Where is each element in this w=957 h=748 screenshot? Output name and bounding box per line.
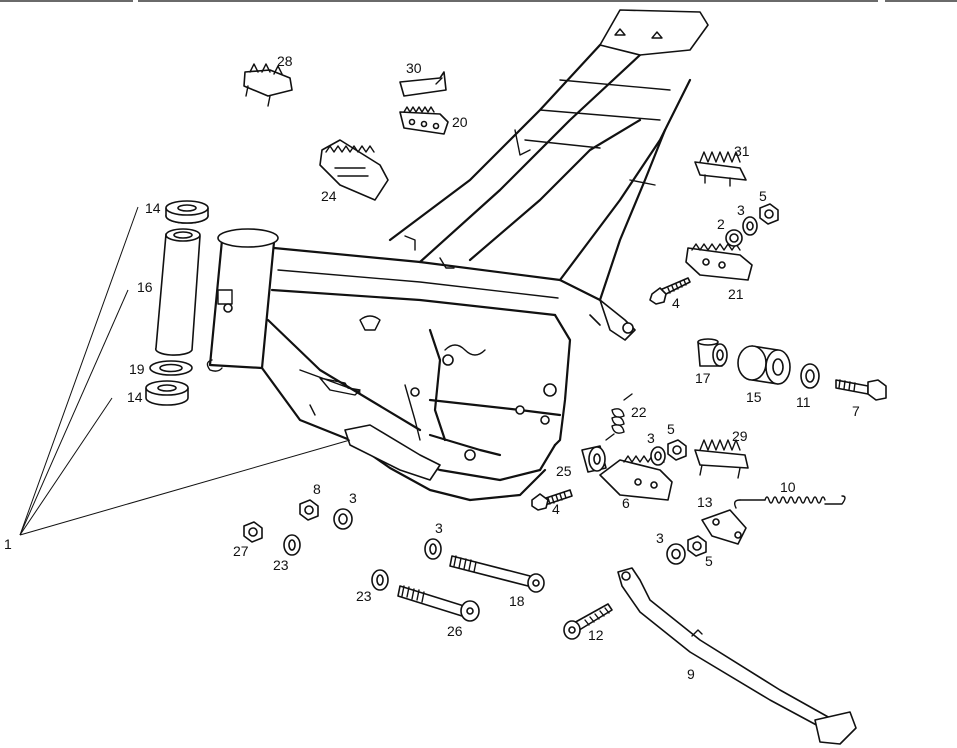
- bracket-31: [694, 151, 747, 187]
- footpeg-24: [319, 139, 389, 201]
- footpeg-21: [685, 243, 753, 281]
- callout-28: 28: [277, 53, 293, 69]
- callout-4-lower: 4: [552, 501, 560, 517]
- side-stand-9: [617, 567, 857, 745]
- callout-29: 29: [732, 428, 748, 444]
- bushing-15: [737, 345, 791, 385]
- callout-16: 16: [137, 279, 153, 295]
- bracket-13: [701, 509, 747, 545]
- bracket-29: [694, 439, 749, 479]
- callout-18: 18: [509, 593, 525, 609]
- callout-23-left: 23: [273, 557, 289, 573]
- callout-22: 22: [631, 404, 647, 420]
- callout-24: 24: [321, 188, 337, 204]
- callout-11: 11: [796, 394, 811, 410]
- callout-17: 17: [695, 370, 711, 386]
- washer-3-center: [424, 538, 442, 560]
- callout-7: 7: [852, 403, 860, 419]
- callout-3-right-lower: 3: [656, 530, 664, 546]
- main-frame: [206, 9, 709, 502]
- bracket-30: [399, 71, 447, 97]
- callout-14-upper: 14: [145, 200, 161, 216]
- callout-23-center: 23: [356, 588, 372, 604]
- washer-23-center: [371, 569, 389, 591]
- bolt-4-upper: [649, 277, 691, 305]
- washer-3-left: [333, 508, 353, 530]
- leader-lines: [19, 206, 351, 536]
- washer-19: [149, 360, 193, 376]
- callout-5-mid: 5: [667, 421, 675, 437]
- spring-22: [605, 393, 633, 441]
- callout-12: 12: [588, 627, 604, 643]
- callout-26: 26: [447, 623, 463, 639]
- callout-30: 30: [406, 60, 422, 76]
- spring-10: [733, 495, 846, 509]
- bolt-4-lower: [531, 489, 573, 511]
- nut-5-lower: [687, 535, 707, 557]
- callout-13: 13: [697, 494, 713, 510]
- bolt-7: [835, 379, 887, 401]
- callout-8: 8: [313, 481, 321, 497]
- callout-15: 15: [746, 389, 762, 405]
- nut-5-upper: [759, 203, 779, 225]
- bolt-26: [397, 585, 480, 622]
- callout-20: 20: [452, 114, 468, 130]
- callout-21: 21: [728, 286, 744, 302]
- footpeg-bracket-28: [243, 63, 293, 107]
- callout-4-upper: 4: [672, 295, 680, 311]
- callout-2: 2: [717, 216, 725, 232]
- washer-3-upper: [742, 216, 758, 236]
- callout-5-lower: 5: [705, 553, 713, 569]
- callout-labels: 1 14 16 19 14 28 30 20 24 31 5 3 2 21 4 …: [4, 53, 860, 682]
- callout-19: 19: [129, 361, 145, 377]
- callout-6: 6: [622, 495, 630, 511]
- callout-14-lower: 14: [127, 389, 143, 405]
- callout-1: 1: [4, 536, 12, 552]
- steering-stem-tube: [154, 228, 201, 356]
- callout-25: 25: [556, 463, 572, 479]
- nut-5-mid: [667, 439, 687, 461]
- callout-3-mid: 3: [647, 430, 655, 446]
- washer-3-mid: [650, 446, 666, 466]
- washer-2: [725, 229, 743, 247]
- callout-3-upper: 3: [737, 202, 745, 218]
- callout-10: 10: [780, 479, 796, 495]
- bolt-12: [563, 603, 613, 640]
- nut-27: [243, 521, 263, 543]
- bearing-cup-upper: [165, 200, 209, 224]
- spacer-25: [581, 445, 607, 473]
- callout-3-left: 3: [349, 490, 357, 506]
- callout-3-center: 3: [435, 520, 443, 536]
- washer-23-left: [283, 534, 301, 556]
- washer-3-right-lower: [666, 543, 686, 565]
- bolt-18: [449, 555, 545, 593]
- callout-31: 31: [734, 143, 750, 159]
- footpeg-6: [599, 455, 673, 501]
- callout-5-upper: 5: [759, 188, 767, 204]
- nut-8: [299, 499, 319, 521]
- bearing-cup-lower: [145, 380, 189, 406]
- washer-11: [800, 363, 820, 389]
- spacer-17: [697, 338, 728, 367]
- callout-9: 9: [687, 666, 695, 682]
- footpeg-20: [399, 106, 449, 135]
- callout-27: 27: [233, 543, 249, 559]
